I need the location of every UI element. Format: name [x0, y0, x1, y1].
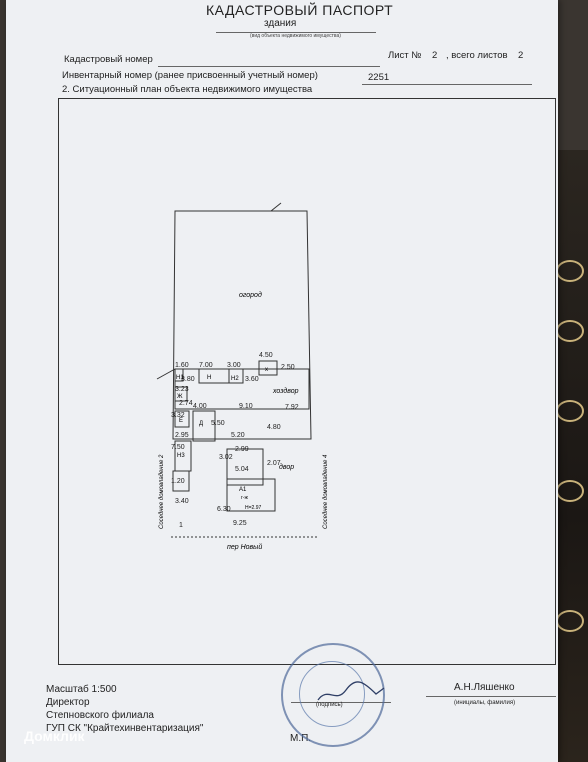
- label-height: Н=2.97: [245, 505, 261, 511]
- dim-27: 1: [179, 522, 183, 529]
- room-n2: [228, 368, 244, 384]
- sheets-total-label: , всего листов: [446, 50, 508, 61]
- scale-label: Масштаб 1:500: [46, 684, 117, 695]
- signatory-name: А.Н.Ляшенко: [454, 682, 515, 693]
- house-a1: [226, 478, 276, 512]
- room-n-small: [172, 470, 190, 492]
- ornament-decoration: [556, 260, 584, 282]
- ornament-decoration: [556, 400, 584, 422]
- label-n1: Н1: [176, 375, 184, 381]
- outbuilding-g: [226, 448, 264, 486]
- label-n3: Н3: [177, 453, 185, 459]
- dim-9: 2.74: [179, 400, 193, 407]
- room-d: [192, 410, 216, 442]
- dim-23: 1.20: [171, 478, 185, 485]
- dim-4: 4.50: [259, 352, 273, 359]
- dim-5: 2.50: [281, 364, 295, 371]
- room-e: [174, 410, 190, 428]
- inventory-line: [362, 84, 532, 85]
- dim-22: 2.07: [267, 460, 281, 467]
- seal-stamp: [281, 643, 385, 747]
- document-subtitle: здания: [264, 18, 297, 29]
- ornament-decoration: [556, 480, 584, 502]
- dim-17: 5.20: [231, 432, 245, 439]
- dim-12: 7.92: [285, 404, 299, 411]
- dim-7: 3.80: [181, 376, 195, 383]
- situation-plan-frame: огород хоздвор двор пер Новый Соседнее д…: [58, 98, 556, 665]
- branch-label: Степновского филиала: [46, 710, 154, 721]
- room-x: [258, 360, 278, 376]
- seal-place-label: М.П.: [290, 733, 312, 744]
- inventory-number-value: 2251: [368, 72, 390, 83]
- dim-16: 2.95: [175, 432, 189, 439]
- dim-1: 1.60: [175, 362, 189, 369]
- object-type-note: (вид объекта недвижимого имущества): [250, 33, 341, 39]
- label-left-neighbor: Соседнее домовладение 2: [159, 454, 165, 529]
- dim-20: 2.99: [235, 446, 249, 453]
- room-zh: [174, 386, 188, 402]
- ornament-decoration: [556, 320, 584, 342]
- label-x: х: [265, 367, 268, 373]
- section-title: 2. Ситуационный план объекта недвижимого…: [62, 84, 313, 95]
- dim-14: 4.80: [267, 424, 281, 431]
- document-title: КАДАСТРОВЫЙ ПАСПОРТ: [206, 2, 394, 18]
- label-yard: двор: [279, 463, 294, 471]
- label-a1: А1: [239, 487, 247, 493]
- sheet-number: 2: [432, 50, 438, 61]
- north-arrow: [270, 202, 282, 212]
- label-d: Д: [199, 421, 203, 427]
- room-n: [198, 368, 230, 384]
- dim-2: 7.00: [199, 362, 213, 369]
- label-right-neighbor: Соседнее домовладение 4: [323, 454, 329, 529]
- inventory-number-label: Инвентарный номер (ранее присвоенный уче…: [62, 70, 318, 81]
- dim-11: 9.10: [239, 403, 253, 410]
- signature-scribble: [317, 681, 385, 701]
- dim-3: 3.00: [227, 362, 241, 369]
- label-yard-h: хоздвор: [272, 387, 299, 395]
- sheets-total: 2: [518, 50, 524, 61]
- director-label: Директор: [46, 697, 90, 708]
- label-n2: Н2: [231, 376, 239, 382]
- initials-note: (инициалы, фамилия): [454, 700, 516, 706]
- cadastral-number-label: Кадастровый номер: [64, 54, 153, 65]
- dim-21: 5.04: [235, 466, 249, 473]
- dim-10: 4.00: [193, 403, 207, 410]
- label-n: Н: [207, 375, 211, 381]
- domclick-watermark: Домклик: [24, 728, 85, 744]
- label-e: Е: [179, 418, 183, 424]
- organization-label: ГУП СК "Крайтехинвентаризация": [46, 723, 204, 734]
- dim-15: 3.32: [171, 412, 185, 419]
- document-sheet: КАДАСТРОВЫЙ ПАСПОРТ здания (вид объекта …: [6, 0, 558, 762]
- dim-6: 3.60: [245, 376, 259, 383]
- situation-plan-drawing: огород хоздвор двор пер Новый Соседнее д…: [156, 202, 329, 551]
- sheet-label: Лист №: [388, 50, 422, 61]
- dim-18: 7.50: [171, 444, 185, 451]
- dim-24: 3.40: [175, 498, 189, 505]
- label-a-sub: г-ж: [241, 495, 248, 501]
- label-garden: огород: [239, 291, 262, 299]
- dim-19: 3.02: [219, 454, 233, 461]
- label-zh: Ж: [177, 394, 183, 400]
- dim-8: 3.23: [175, 386, 189, 393]
- divider: [216, 32, 376, 33]
- label-street: пер Новый: [227, 543, 262, 551]
- leader-line: [156, 368, 176, 380]
- ornament-decoration: [556, 610, 584, 632]
- plot-boundary: [172, 210, 312, 440]
- dim-26: 9.25: [233, 520, 247, 527]
- room-n1: [174, 368, 184, 382]
- dim-13: 5.50: [211, 420, 225, 427]
- name-line: [426, 696, 556, 697]
- cadastral-number-line: [158, 66, 380, 67]
- dim-25: 6.30: [217, 506, 231, 513]
